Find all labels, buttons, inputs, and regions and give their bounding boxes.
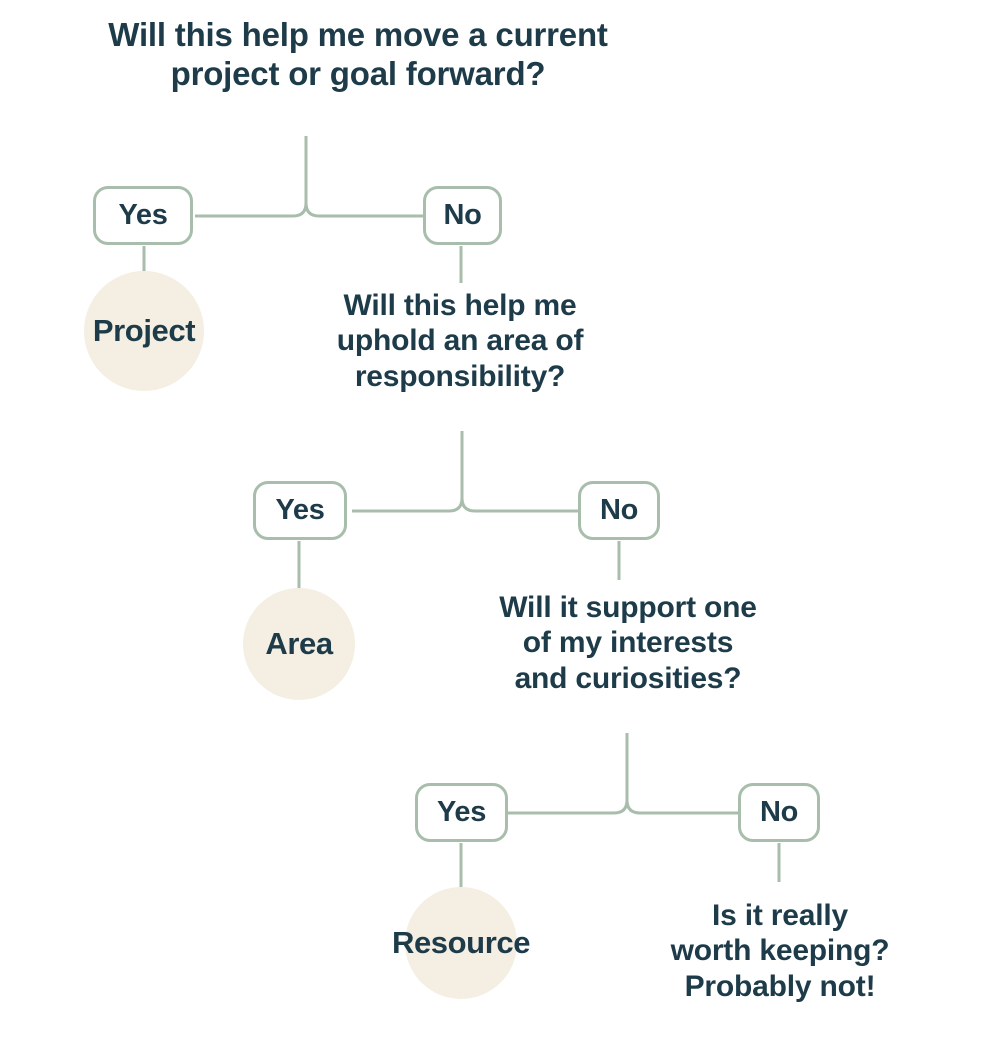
final-verdict-text: Is it really worth keeping? Probably not… [670, 899, 890, 1003]
choice-no-level2[interactable]: No [578, 481, 660, 540]
choice-no-level3[interactable]: No [738, 783, 820, 842]
outcome-area[interactable]: Area [243, 588, 355, 700]
outcome-area-label: Area [265, 626, 333, 661]
connector-stem-level1 [195, 136, 308, 218]
choice-yes-level1[interactable]: Yes [93, 186, 193, 245]
root-question: Will this help me move a current project… [108, 16, 608, 92]
choice-no-level1[interactable]: No [423, 186, 502, 245]
connector-branch-right-level3 [625, 799, 738, 815]
connector-stem-level3 [508, 733, 629, 815]
outcome-project-circle [84, 271, 204, 391]
outcome-resource-label: Resource [391, 925, 531, 960]
outcome-area-circle [243, 588, 355, 700]
connector-branch-right-level1 [304, 202, 423, 218]
outcome-project-label: Project [92, 313, 196, 348]
choice-yes-level3[interactable]: Yes [415, 783, 508, 842]
outcome-resource-circle [405, 887, 517, 999]
interest-question: Will it support one of my interests and … [499, 591, 757, 695]
connector-stem-level2 [352, 431, 464, 513]
choice-yes-level2[interactable]: Yes [253, 481, 347, 540]
outcome-resource[interactable]: Resource [392, 887, 530, 999]
outcome-project[interactable]: Project [84, 271, 204, 391]
area-question: Will this help me uphold an area of resp… [336, 289, 584, 393]
connector-branch-right-level2 [460, 497, 578, 513]
